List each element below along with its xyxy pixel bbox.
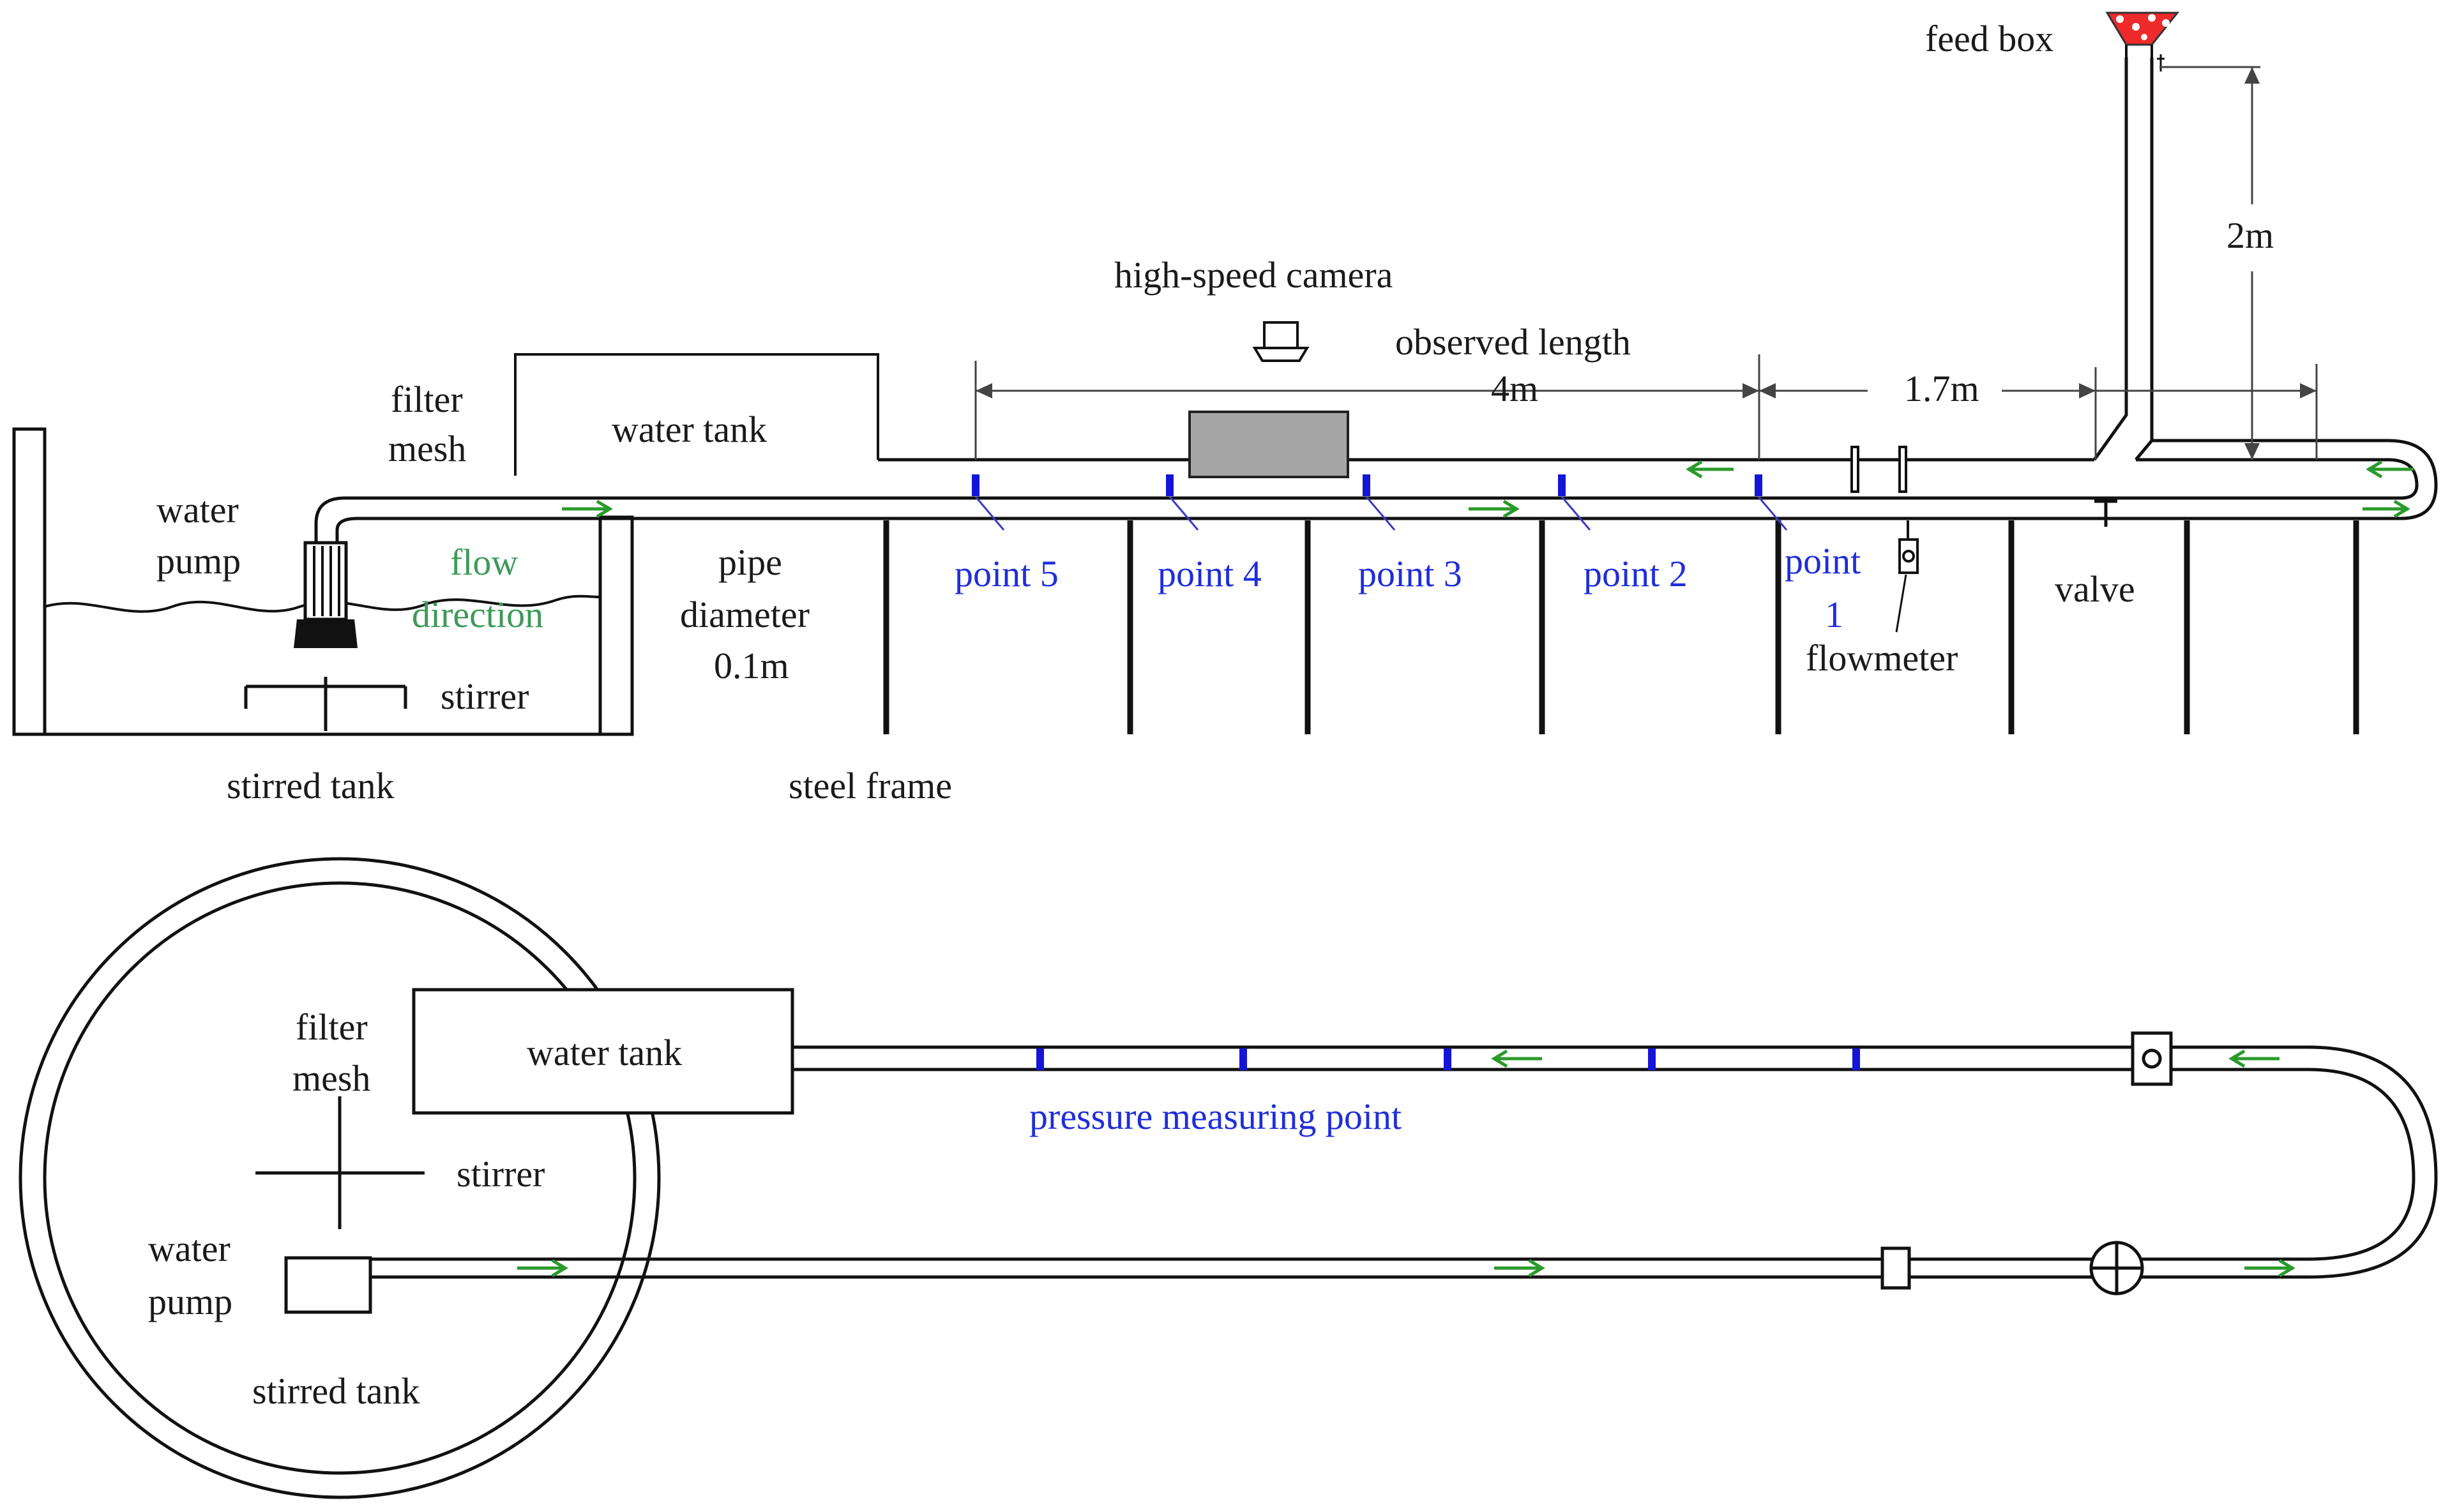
stirrer-top [255, 1096, 425, 1229]
valve-label: valve [2055, 568, 2135, 610]
flange-top [1880, 1246, 1911, 1290]
feed-box [2105, 11, 2180, 72]
side-view: feed box high-speed camera observed leng… [12, 11, 2438, 806]
flow-arrows-side [562, 460, 2414, 518]
observed-length-value: 4m [1491, 368, 1538, 409]
water-pump-top [284, 1256, 372, 1314]
filter-mesh-label-1: filter [391, 379, 463, 420]
flowmeter-label: flowmeter [1806, 637, 1958, 679]
stirrer-label: stirrer [441, 676, 529, 717]
flowmeter-top [2131, 1031, 2173, 1086]
observed-length-label: observed length [1395, 321, 1631, 363]
stirred-tank-top-outer [19, 857, 661, 1499]
dist-1-7m-label: 1.7m [1904, 368, 1979, 409]
measuring-points-side [972, 474, 1788, 531]
dimension-lines [974, 66, 2318, 460]
steel-frame-legs [883, 520, 2359, 734]
filter-mesh-top-label-1: filter [296, 1006, 368, 1048]
height-2m-label: 2m [2227, 215, 2274, 256]
flow-direction-label-1: flow [450, 541, 518, 583]
water-pump-label-1: water [156, 489, 239, 531]
point-3-label: point 3 [1358, 553, 1462, 594]
stirred-tank-top-label: stirred tank [252, 1370, 420, 1412]
valve-side [2094, 499, 2117, 527]
flow-arrows-top [517, 1049, 2295, 1278]
top-view: filter mesh water tank stirrer water pum… [19, 857, 2438, 1499]
water-tank-side [514, 353, 879, 476]
pipe-diameter-label-3: 0.1m [714, 645, 789, 686]
pipe-diameter-label-1: pipe [718, 541, 782, 583]
water-pump-label-2: pump [156, 540, 241, 582]
high-speed-camera-label: high-speed camera [1114, 254, 1393, 296]
filter-mesh-label-2: mesh [388, 428, 466, 469]
pressure-measuring-point-label: pressure measuring point [1029, 1096, 1402, 1137]
stirred-tank-label: stirred tank [227, 765, 395, 806]
stirred-tank-top-inner [43, 881, 637, 1475]
stirrer-side [244, 677, 407, 731]
flowmeter-side [1850, 446, 1919, 633]
high-speed-camera-icon [1252, 321, 1310, 362]
water-tank-top [412, 988, 794, 1115]
pipe-diameter-label-2: diameter [680, 594, 810, 635]
water-pump-side [294, 541, 358, 648]
observation-section [1188, 411, 1349, 478]
loop-pipe-top [370, 1045, 2438, 1279]
water-pump-top-label-1: water [148, 1228, 231, 1269]
water-pump-top-label-2: pump [148, 1281, 232, 1322]
measuring-points-top [1036, 1048, 1860, 1070]
water-tank-top-label: water tank [527, 1032, 682, 1073]
point-1-label-b: 1 [1825, 594, 1843, 635]
filter-mesh-top-label-2: mesh [292, 1057, 370, 1099]
water-tank-label: water tank [612, 409, 767, 450]
flow-direction-label-2: direction [412, 594, 543, 635]
steel-frame-label: steel frame [789, 765, 952, 806]
point-5-label: point 5 [955, 553, 1059, 594]
point-1-label-a: point [1785, 540, 1861, 582]
loop-pipe-side [314, 57, 2438, 543]
point-4-label: point 4 [1158, 553, 1262, 594]
stirrer-top-label: stirrer [457, 1153, 545, 1195]
valve-top [2089, 1241, 2144, 1296]
feed-box-label: feed box [1925, 18, 2053, 59]
point-2-label: point 2 [1584, 553, 1688, 594]
